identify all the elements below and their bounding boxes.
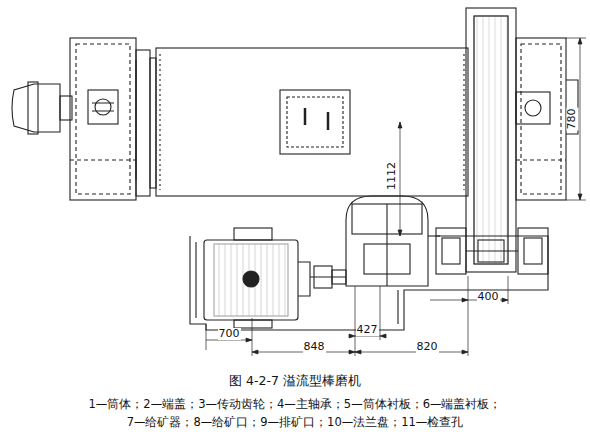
- reducer: [346, 196, 440, 286]
- left-bearing: [70, 38, 136, 200]
- dimension-value: 700: [218, 328, 241, 340]
- pinion-bearings: [436, 228, 548, 274]
- dimension-lines: [206, 38, 586, 356]
- parts-list: 7—给矿器；8—给矿口；9—排矿口；10—法兰盘；11—检查孔: [127, 416, 464, 429]
- base-frame: [190, 236, 548, 330]
- feeder: [12, 82, 72, 134]
- mill-shell: [156, 48, 468, 196]
- dimension-value: 820: [416, 341, 439, 353]
- figure-caption: 图 4-2-7 溢流型棒磨机: [229, 374, 361, 388]
- flange: [136, 50, 150, 196]
- dimension-value: 400: [477, 291, 500, 303]
- dimension-value: 1112: [386, 161, 398, 191]
- dimension-value: 427: [356, 324, 379, 336]
- dimension-value: 780: [566, 108, 578, 131]
- coupling: [310, 266, 346, 288]
- girth-gear: [466, 8, 516, 272]
- inspection-hole: [280, 90, 350, 154]
- parts-list: 1—筒体；2—端盖；3—传动齿轮；4—主轴承；5—筒体衬板；6—端盖衬板；: [89, 398, 502, 411]
- dimension-value: 848: [303, 341, 326, 353]
- motor: [204, 228, 310, 328]
- right-bearing: [516, 38, 578, 200]
